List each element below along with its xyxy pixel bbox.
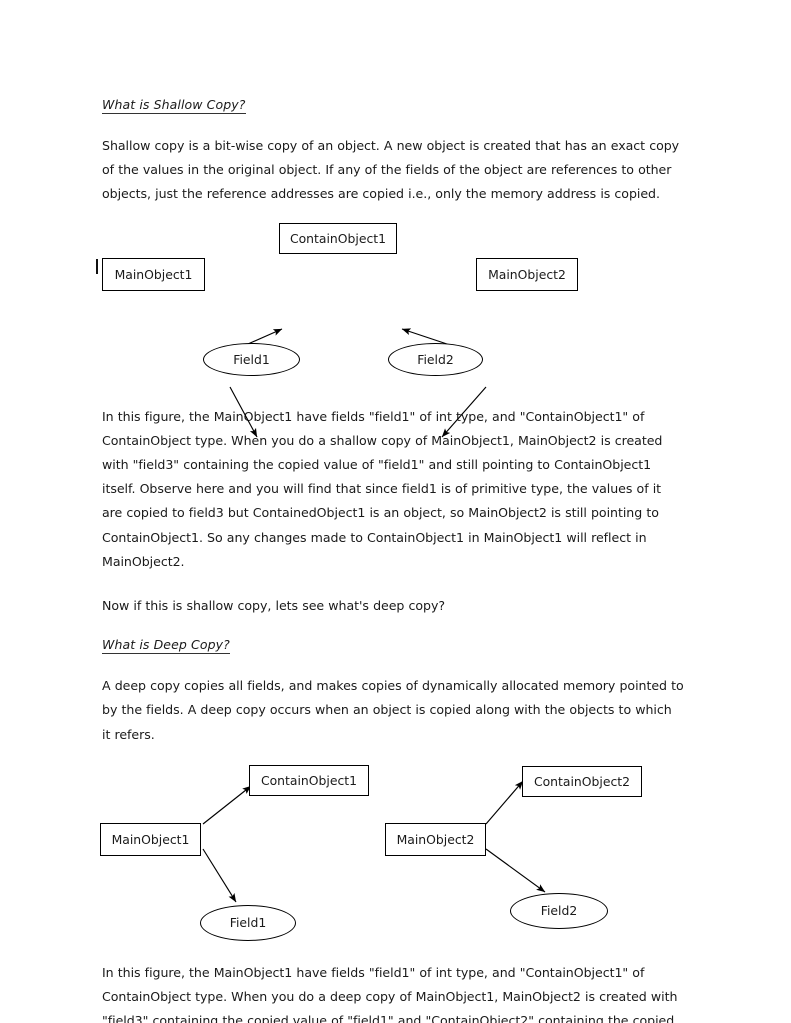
deep-copy-explanation-paragraph: In this figure, the MainObject1 have fie… bbox=[102, 964, 678, 1023]
deep-copy-heading-wrap: What is Deep Copy? bbox=[102, 634, 684, 674]
arrow-deep-mainobject1-to-field1 bbox=[202, 848, 237, 903]
document-content: What is Shallow Copy? Shallow copy is a … bbox=[96, 94, 684, 1023]
shallow-copy-diagram: ContainObject1 MainObject1 MainObject2 F… bbox=[96, 222, 684, 437]
shallow-node-field2: Field2 bbox=[388, 342, 483, 376]
shallow-copy-explanation-paragraph: In this figure, the MainObject1 have fie… bbox=[102, 408, 663, 569]
deep-node-field1: Field1 bbox=[200, 904, 296, 941]
arrow-deep-mainobject2-to-containobject2 bbox=[485, 780, 524, 825]
deep-copy-heading: What is Deep Copy? bbox=[102, 637, 230, 655]
transition-paragraph: Now if this is shallow copy, lets see wh… bbox=[102, 598, 446, 614]
arrow-deep-mainobject1-to-containobject1 bbox=[202, 785, 252, 825]
deep-node-containobject2: ContainObject2 bbox=[522, 765, 642, 797]
shallow-copy-heading-wrap: What is Shallow Copy? bbox=[102, 94, 684, 134]
text-cursor-artifact bbox=[96, 258, 98, 274]
arrow-mainobject2-to-field2 bbox=[441, 386, 487, 437]
shallow-node-field1: Field1 bbox=[203, 342, 300, 376]
shallow-node-mainobject2: MainObject2 bbox=[476, 257, 578, 291]
deep-node-containobject1: ContainObject1 bbox=[249, 764, 369, 796]
deep-copy-diagram: ContainObject1 ContainObject2 MainObject… bbox=[100, 764, 684, 961]
shallow-node-containobject1: ContainObject1 bbox=[279, 222, 397, 254]
deep-node-mainobject1: MainObject1 bbox=[100, 822, 201, 856]
arrow-deep-mainobject2-to-field2 bbox=[485, 848, 546, 893]
arrow-mainobject1-to-field1 bbox=[229, 386, 258, 437]
deep-copy-diagram-arrows bbox=[202, 780, 546, 903]
deep-node-mainobject2: MainObject2 bbox=[385, 822, 486, 856]
shallow-copy-heading: What is Shallow Copy? bbox=[102, 97, 246, 114]
shallow-node-mainobject1: MainObject1 bbox=[102, 257, 205, 291]
shallow-copy-intro-paragraph: Shallow copy is a bit-wise copy of an ob… bbox=[102, 138, 680, 202]
deep-node-field2: Field2 bbox=[510, 892, 608, 929]
deep-copy-intro-paragraph: A deep copy copies all fields, and makes… bbox=[102, 678, 684, 742]
